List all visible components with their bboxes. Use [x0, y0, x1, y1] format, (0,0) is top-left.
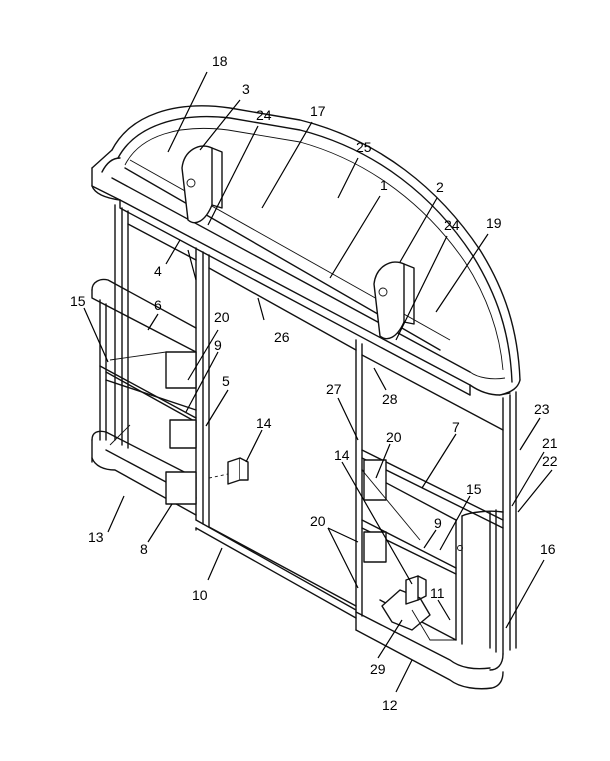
clip-left	[208, 457, 249, 485]
handle-left	[181, 145, 223, 224]
callout-5: 5	[222, 373, 230, 389]
callout-10: 10	[192, 587, 208, 603]
callout-26: 26	[274, 329, 290, 345]
callout-12: 12	[382, 697, 398, 713]
callout-1: 1	[380, 177, 388, 193]
right-side-panel	[461, 509, 504, 671]
callout-6: 6	[154, 297, 162, 313]
callout-20-right: 20	[386, 429, 402, 445]
callout-17: 17	[310, 103, 326, 119]
callout-2: 2	[436, 179, 444, 195]
shelf-upper-left	[91, 278, 197, 449]
base-left	[91, 424, 197, 516]
callout-14-left: 14	[256, 415, 272, 431]
callout-11: 11	[430, 585, 445, 601]
callout-20-lower: 20	[310, 513, 326, 529]
callout-16: 16	[540, 541, 556, 557]
callout-15-left: 15	[70, 293, 86, 309]
callout-25: 25	[356, 139, 372, 155]
callout-9-left: 9	[214, 337, 222, 353]
callout-28: 28	[382, 391, 398, 407]
callout-14-right: 14	[334, 447, 350, 463]
callout-21: 21	[542, 435, 558, 451]
cabinet-frame	[114, 204, 517, 655]
callout-13: 13	[88, 529, 104, 545]
callout-15-right: 15	[466, 481, 482, 497]
callout-29: 29	[370, 661, 386, 677]
callout-22: 22	[542, 453, 558, 469]
callout-23: 23	[534, 401, 550, 417]
top-hood	[91, 105, 521, 396]
callout-24-lower: 24	[444, 217, 460, 233]
clip-right-bracket	[381, 575, 456, 641]
callout-9-right: 9	[434, 515, 442, 531]
callout-4: 4	[154, 263, 162, 279]
callout-27: 27	[326, 381, 342, 397]
callout-8: 8	[140, 541, 148, 557]
callout-3: 3	[242, 81, 250, 97]
callout-18: 18	[212, 53, 228, 69]
handle-right	[373, 261, 415, 340]
leader-lines	[83, 71, 553, 693]
callout-7: 7	[452, 419, 460, 435]
callout-24-upper: 24	[256, 107, 272, 123]
callout-20-upper: 20	[214, 309, 230, 325]
callout-19: 19	[486, 215, 502, 231]
bottom-rail-front	[195, 519, 357, 619]
base-right	[91, 457, 504, 690]
callout-labels: 18 3 24 17 25 1 2 24 19 4 15 6 20 26 9 5…	[70, 53, 558, 713]
right-compartment	[361, 449, 504, 645]
